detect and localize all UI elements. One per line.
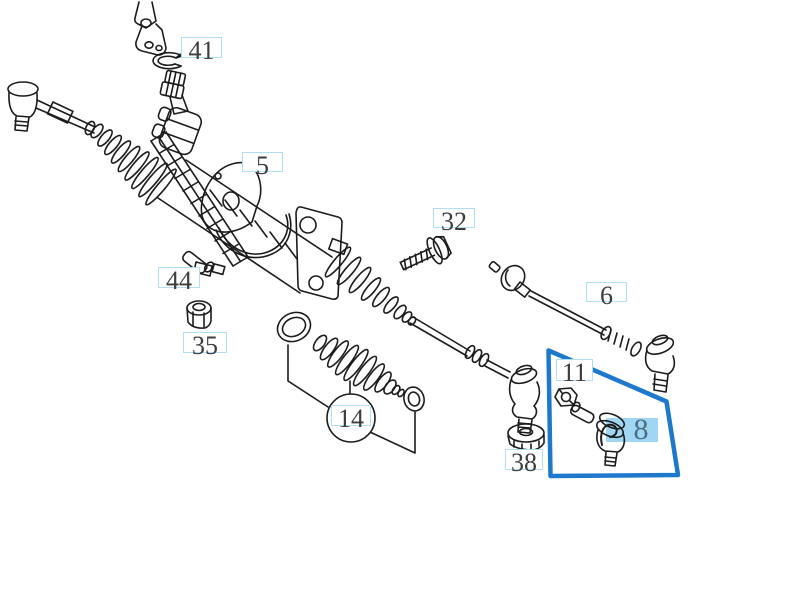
- input-shaft-art: [159, 69, 189, 115]
- part-label-11-text: 11: [561, 358, 588, 387]
- rack-tie-rod-end-art: [508, 364, 541, 434]
- part-label-14[interactable]: 14: [331, 405, 371, 432]
- right-bellows-art: [324, 246, 511, 379]
- part-8-leader-line: [600, 423, 618, 446]
- hex-nut-art: [186, 300, 212, 329]
- part-label-44[interactable]: 44: [158, 267, 200, 294]
- clip-art: [152, 51, 183, 70]
- selection-outline: [546, 348, 681, 479]
- part-label-41-text: 41: [188, 36, 215, 65]
- universal-joint-art: [134, 1, 167, 56]
- part-label-32[interactable]: 32: [433, 208, 475, 235]
- part-label-8-highlighted[interactable]: 8: [633, 413, 649, 446]
- part-label-5[interactable]: 5: [242, 152, 283, 179]
- tie-rod-end-8-art: [569, 401, 626, 467]
- part-label-35[interactable]: 35: [183, 332, 227, 359]
- part-label-41[interactable]: 41: [181, 37, 222, 64]
- part-label-6-text: 6: [600, 281, 613, 310]
- part-label-38[interactable]: 38: [505, 449, 543, 476]
- part-label-11[interactable]: 11: [556, 359, 593, 386]
- part-label-32-text: 32: [441, 207, 467, 236]
- gear-housing-art: [150, 131, 349, 300]
- part-label-14-text: 14: [338, 404, 364, 433]
- pin-art: [182, 250, 215, 274]
- part-label-38-text: 38: [511, 448, 537, 477]
- bolt-art: [399, 235, 452, 271]
- part-label-5-text: 5: [256, 151, 269, 180]
- tie-rod-assembly-art: [488, 261, 676, 393]
- left-bellows-art: [90, 123, 177, 206]
- part-label-6[interactable]: 6: [586, 282, 627, 309]
- left-tie-rod-end-art: [7, 81, 96, 136]
- part-label-35-text: 35: [192, 331, 218, 360]
- washer-art: [507, 423, 545, 451]
- part-label-44-text: 44: [166, 266, 192, 295]
